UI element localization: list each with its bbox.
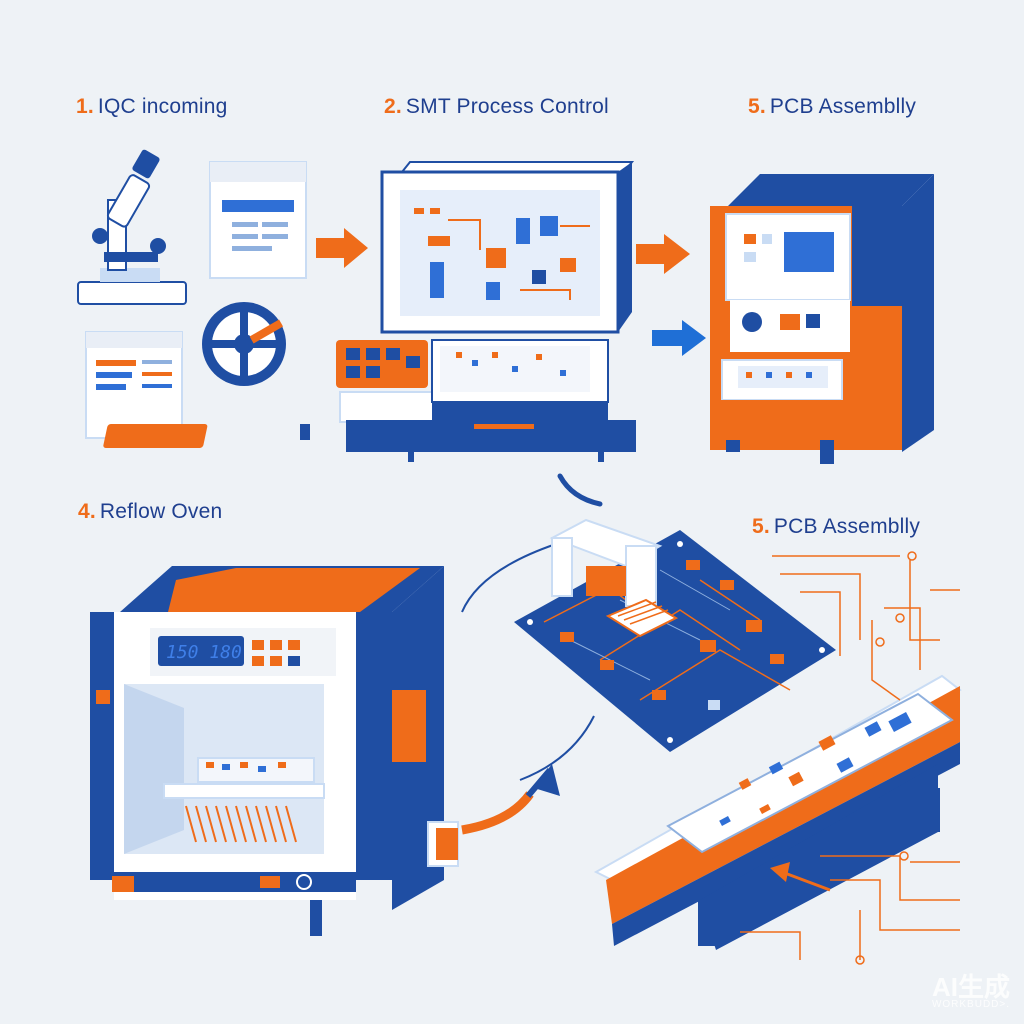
arrow-right-icon: [316, 228, 368, 268]
microscope-icon: [77, 149, 187, 305]
step-label-smt: 2.SMT Process Control: [384, 95, 609, 118]
smt-machine: [336, 161, 636, 462]
step-label-iqc: 1.IQC incoming: [76, 95, 228, 118]
arrow-curved-icon: [461, 715, 595, 835]
component-tray-icon: [103, 424, 310, 448]
step-label-reflow: 4.Reflow Oven: [78, 500, 223, 523]
step-label-pcb-assembly-bottom: 5.PCB Assemblly: [752, 515, 921, 538]
placement-head: [549, 518, 679, 638]
circuit-traces-decoration: [740, 551, 960, 965]
watermark: AI生成 WORKBUDD>.: [931, 972, 1010, 1010]
conveyor-pcb: [666, 692, 954, 854]
arrow-right-icon: [636, 234, 690, 274]
inspection-report-icon: [209, 161, 307, 279]
temperature-display: 150 180: [166, 642, 242, 663]
arrow-right-icon: [652, 320, 706, 356]
checklist-document-icon: [85, 331, 183, 439]
step-label-pcb-assembly-top: 5.PCB Assemblly: [748, 95, 917, 118]
curved-connector: [461, 473, 603, 613]
arrow-up-left-icon: [770, 862, 831, 892]
reflow-oven: 150 180: [90, 566, 459, 936]
component-reel-icon: [202, 302, 286, 386]
pcb-assembly-machine: [710, 174, 934, 464]
